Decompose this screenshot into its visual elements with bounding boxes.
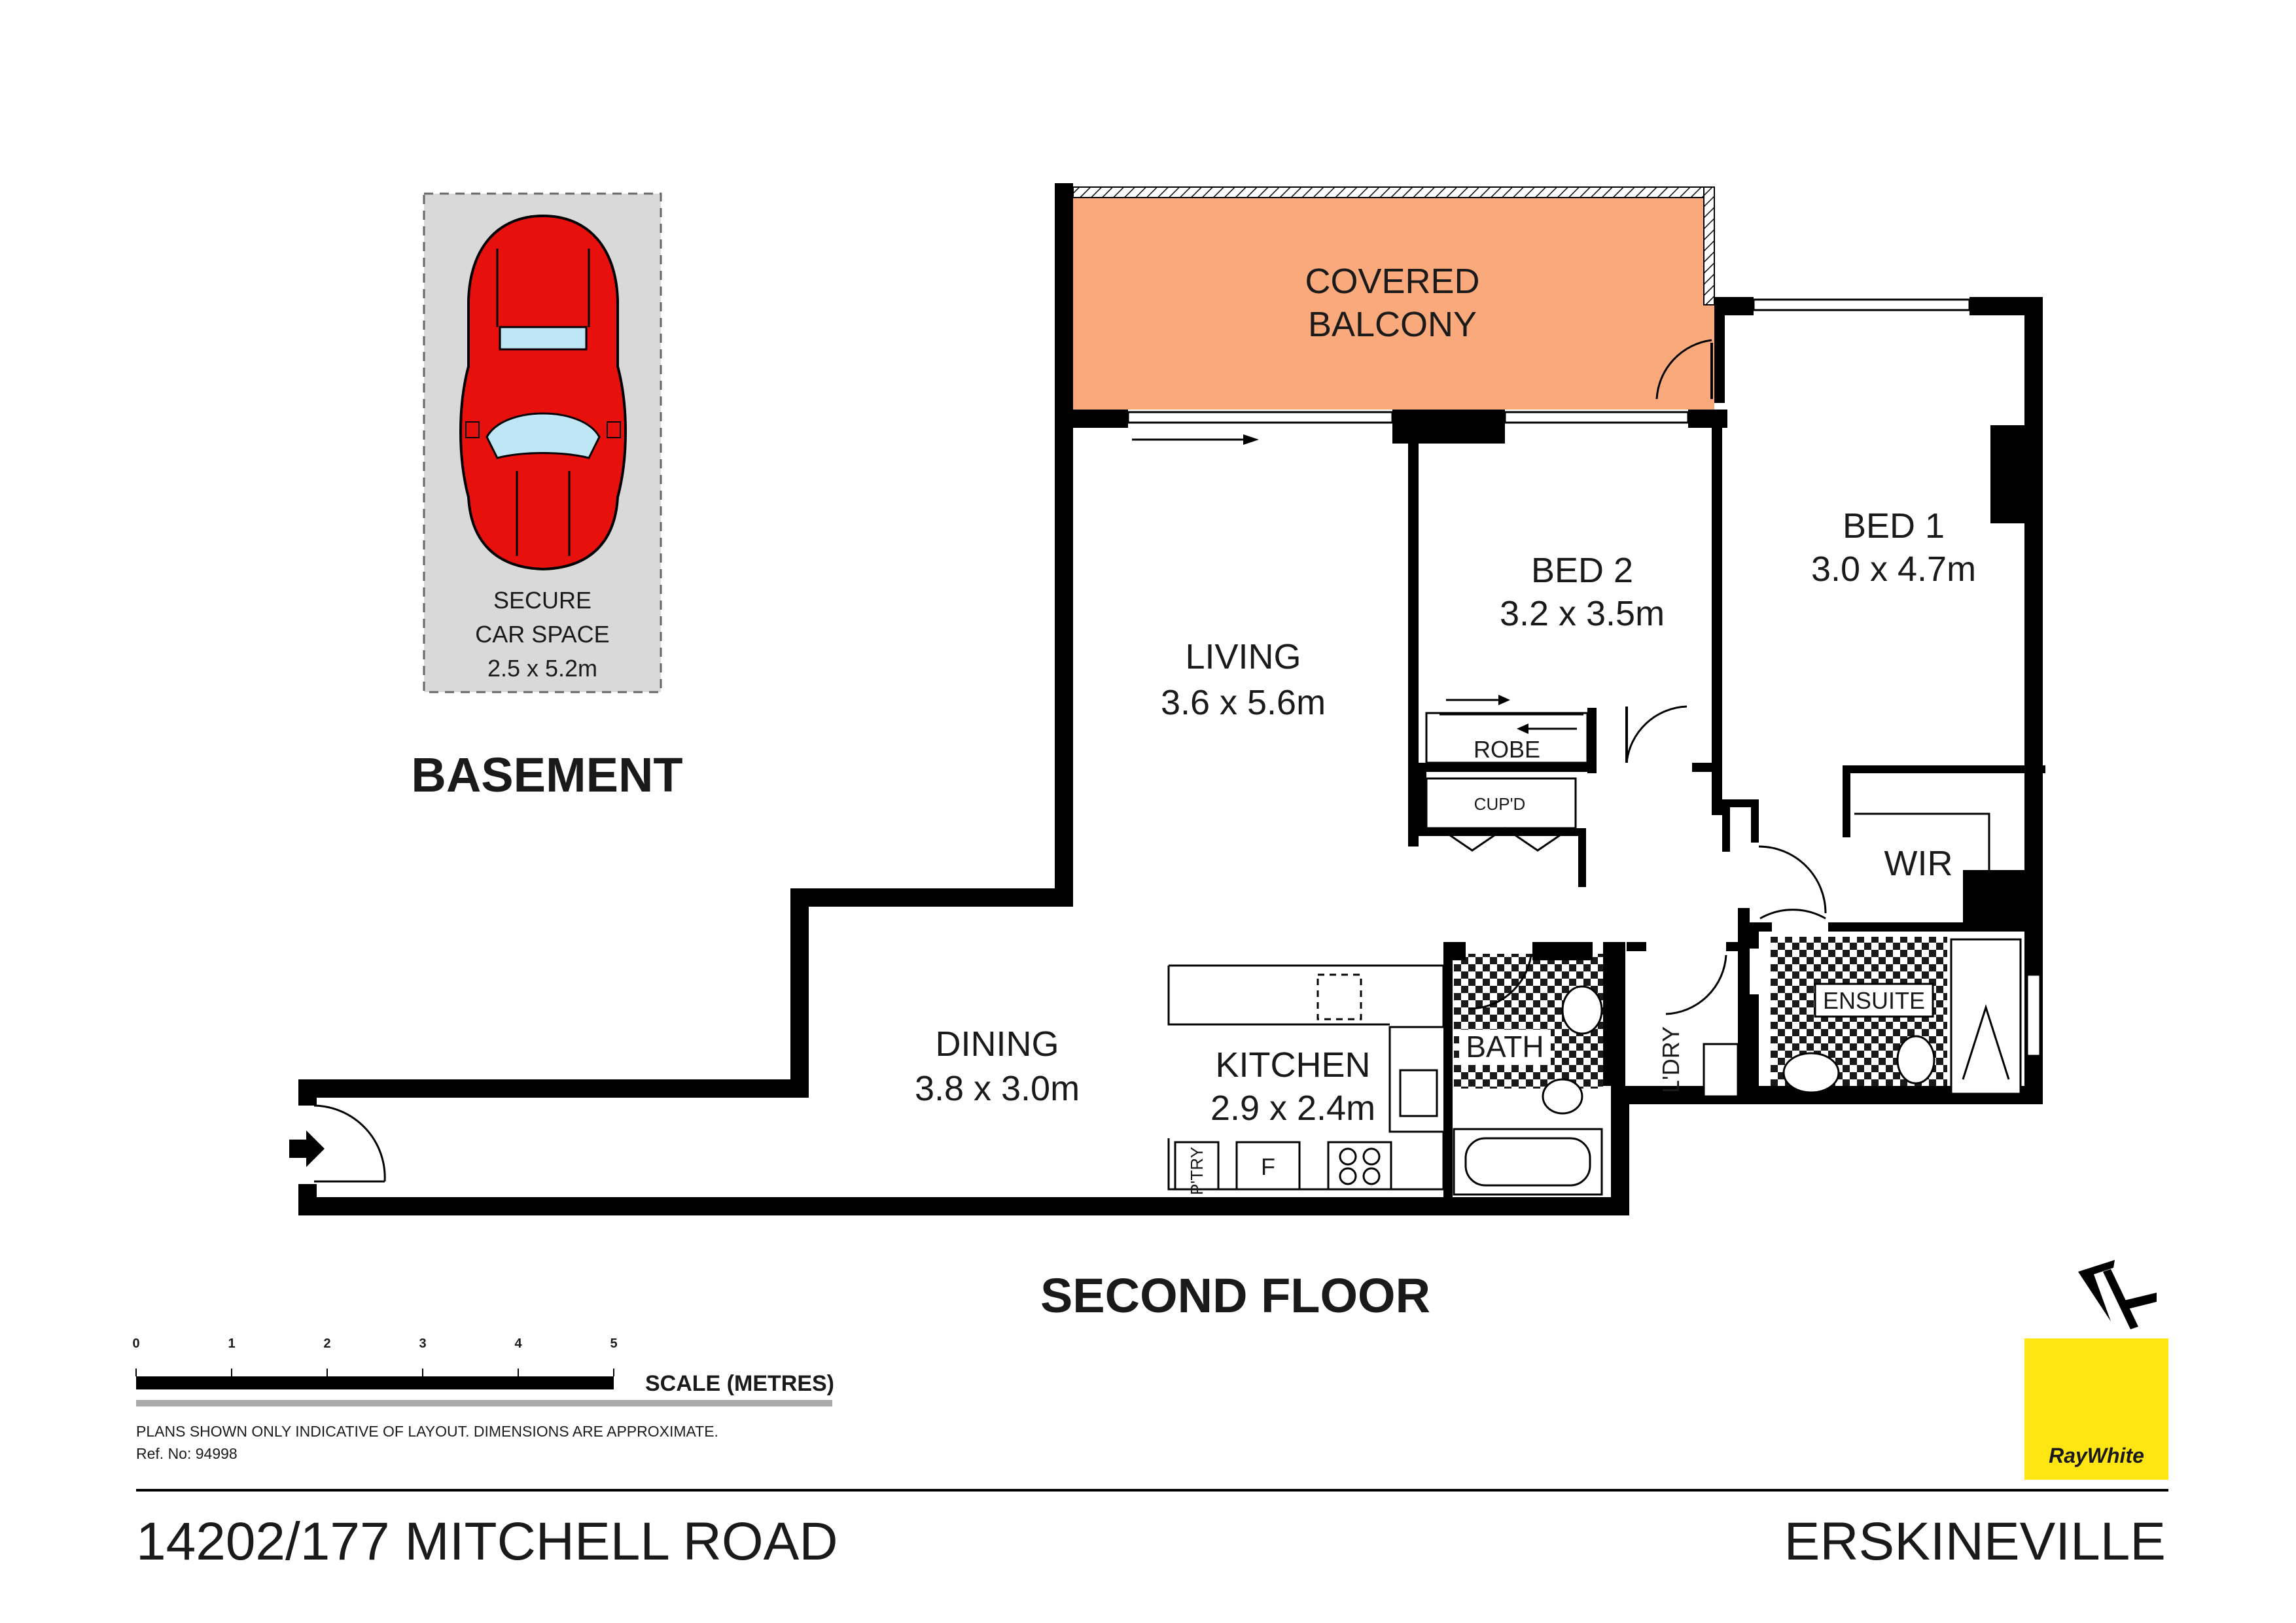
car-space-size: 2.5 x 5.2m <box>487 655 597 682</box>
ensuite-label-box <box>1814 983 1934 1018</box>
balcony-label-1: COVERED <box>1305 262 1479 301</box>
footer-rule <box>136 1489 2168 1492</box>
scale-tick-5: 5 <box>610 1336 617 1351</box>
bed2-size: 3.2 x 3.5m <box>1500 594 1665 633</box>
footer-address: 14202/177 MITCHELL ROAD <box>136 1512 838 1571</box>
kitchen-size: 2.9 x 2.4m <box>1210 1089 1375 1128</box>
north-arrow-icon <box>2078 1260 2157 1329</box>
bed1-size: 3.0 x 4.7m <box>1811 550 1976 589</box>
scale-tick-1: 1 <box>228 1336 235 1351</box>
basement-heading: BASEMENT <box>411 748 682 802</box>
dining-name: DINING <box>936 1024 1059 1064</box>
scale-tick-0: 0 <box>132 1336 139 1351</box>
scale-label: SCALE (METRES) <box>645 1371 834 1396</box>
wir-label: WIR <box>1884 844 1953 883</box>
laundry-label: L'DRY <box>1657 1026 1684 1093</box>
robe <box>1425 695 1589 764</box>
ensuite-label: ENSUITE <box>1823 987 1925 1014</box>
balcony-area <box>1073 187 1714 410</box>
raywhite-logo <box>2024 1338 2168 1480</box>
scale-bar <box>135 1369 832 1406</box>
wir-shelf <box>1854 812 1990 870</box>
bath-label-box <box>1459 1030 1551 1065</box>
balcony-balustrade-side <box>1703 186 1715 305</box>
reference-number: Ref. No: 94998 <box>136 1445 238 1462</box>
pantry-label: P'TRY <box>1187 1147 1207 1195</box>
doors <box>313 339 1827 1183</box>
bed1-name: BED 1 <box>1843 506 1945 546</box>
balcony-balustrade <box>1072 186 1715 198</box>
robe-label: ROBE <box>1474 736 1540 763</box>
disclaimer: PLANS SHOWN ONLY INDICATIVE OF LAYOUT. D… <box>136 1423 718 1440</box>
brand-name: RayWhite <box>2049 1444 2144 1467</box>
kitchen-name: KITCHEN <box>1215 1045 1370 1085</box>
cupboard <box>1425 777 1577 852</box>
windows <box>1127 298 2041 1057</box>
entry-arrow-icon <box>289 1130 325 1167</box>
scale-tick-2: 2 <box>323 1336 330 1351</box>
living-size: 3.6 x 5.6m <box>1161 683 1326 722</box>
scale-tick-3: 3 <box>419 1336 426 1351</box>
bed2-name: BED 2 <box>1531 551 1633 590</box>
car-icon <box>459 214 627 571</box>
footer-suburb: ERSKINEVILLE <box>1784 1512 2166 1571</box>
cupd-label: CUP'D <box>1474 794 1526 814</box>
living-name: LIVING <box>1185 637 1301 676</box>
scale-tick-4: 4 <box>514 1336 522 1351</box>
kitchen-joinery <box>1167 964 1445 1191</box>
walls <box>298 183 2045 1215</box>
dining-size: 3.8 x 3.0m <box>915 1069 1080 1108</box>
second-floor-heading: SECOND FLOOR <box>1040 1268 1430 1323</box>
car-space-line1: SECURE <box>493 587 592 614</box>
balcony-label-2: BALCONY <box>1308 305 1477 344</box>
car-space-line2: CAR SPACE <box>475 621 609 648</box>
bath-label: BATH <box>1466 1030 1544 1064</box>
bath-fixtures <box>1453 938 2022 1196</box>
fridge-label: F <box>1261 1153 1275 1180</box>
